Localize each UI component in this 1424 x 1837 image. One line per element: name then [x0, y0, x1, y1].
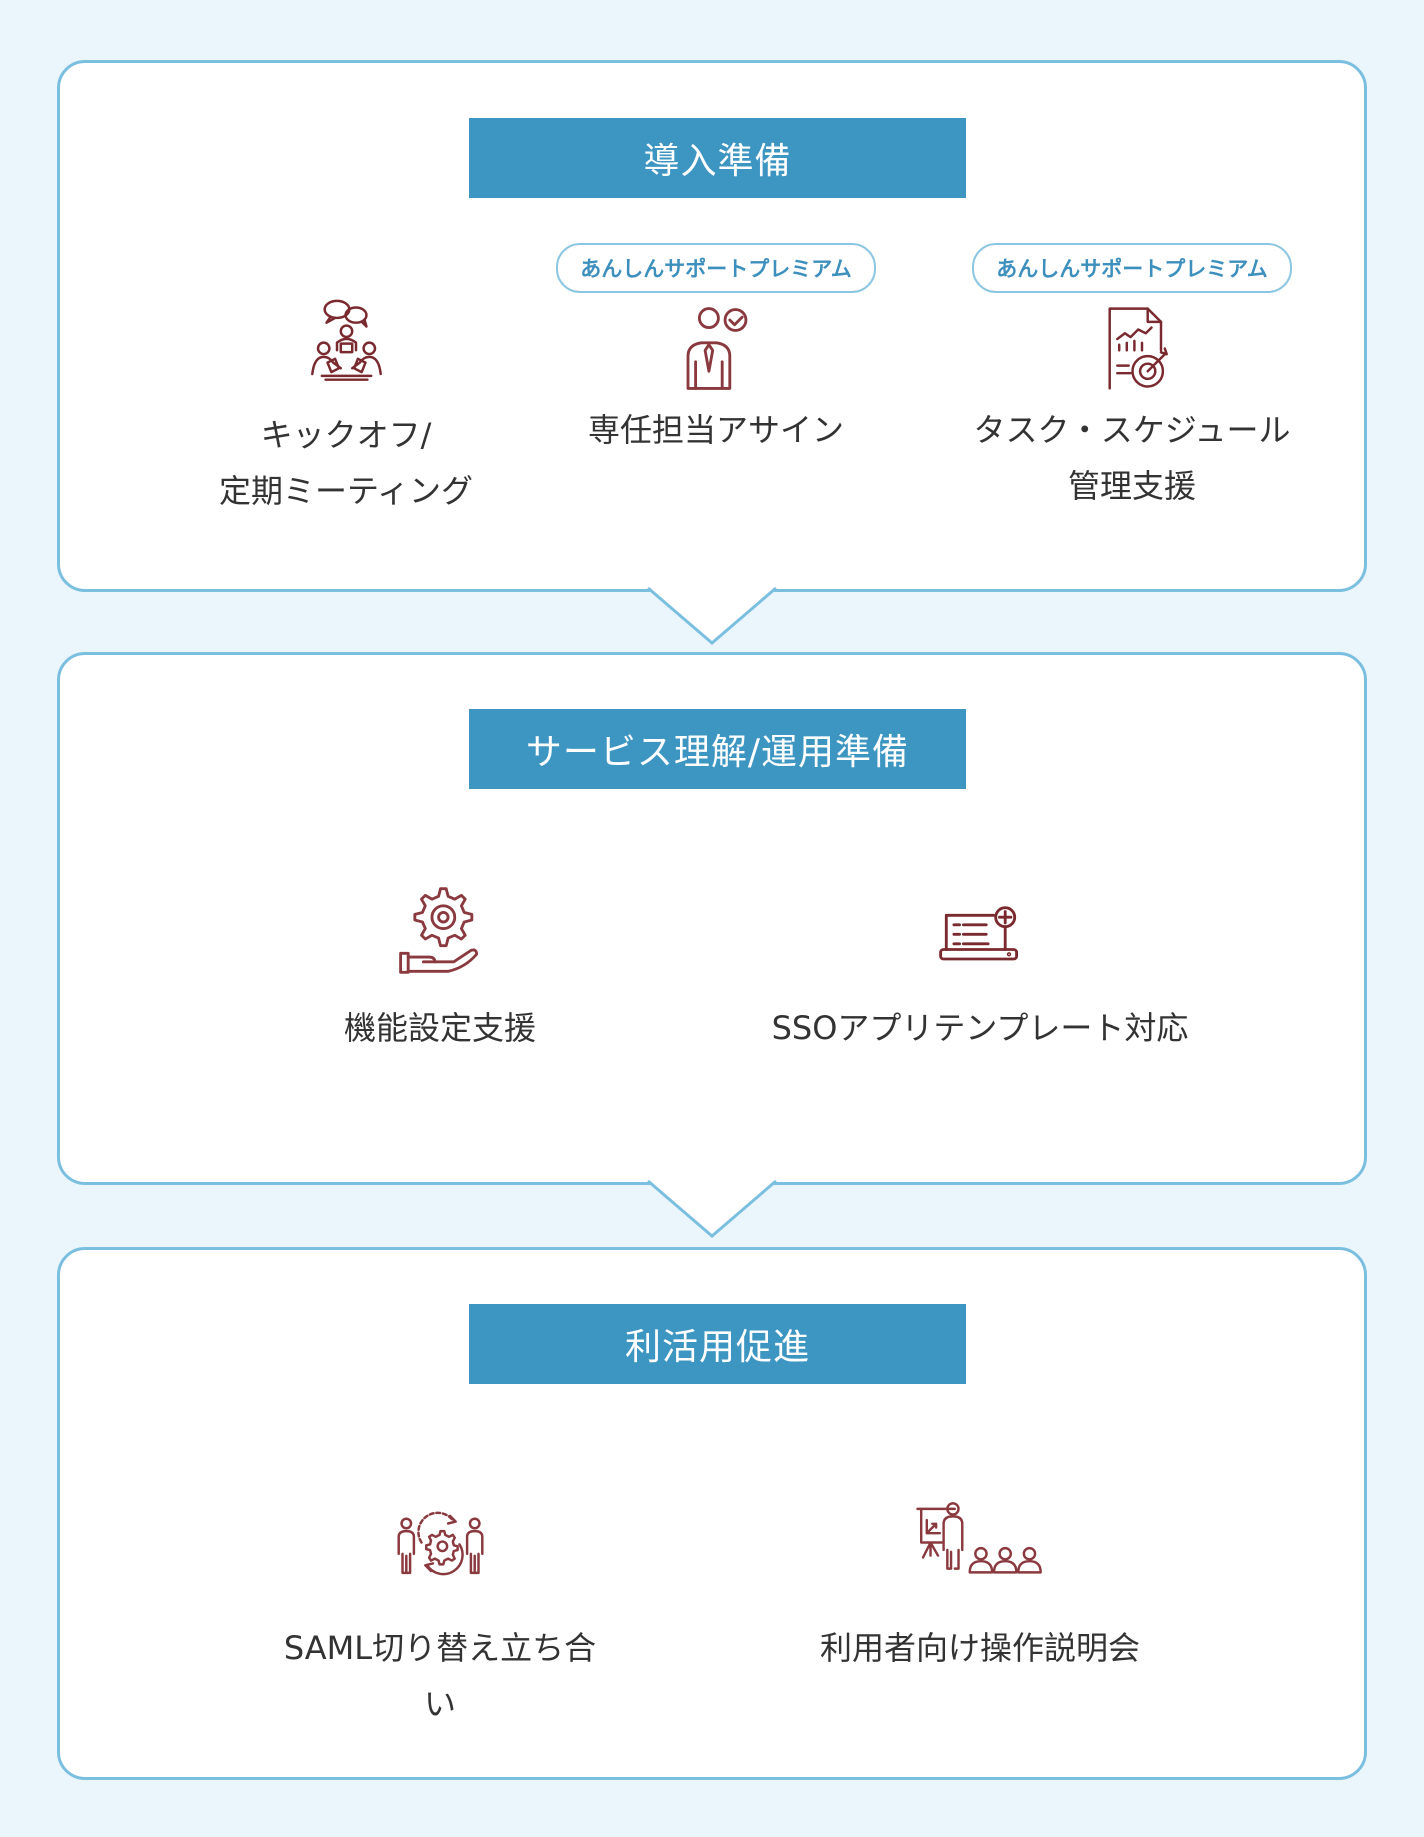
stage-title: 導入準備	[469, 118, 966, 198]
stage-box-preparation: 導入準備 キックオフ/ 定期ミーティング あんしんサポートプレミアム	[57, 60, 1367, 592]
flow-arrow-1	[647, 586, 777, 645]
stage-box-utilization: 利活用促進 SAML切り替え立ち合い	[57, 1247, 1367, 1780]
people-gear-cycle-icon	[390, 1495, 490, 1590]
report-target-icon	[1082, 301, 1182, 396]
stage-item-label: SAML切り替え立ち合い	[283, 1629, 597, 1723]
stage-item-label: 専任担当アサイン	[587, 411, 844, 449]
stage-item-dedicated-staff: あんしんサポートプレミアム 専任担当アサイン	[536, 243, 896, 458]
stage-item-kickoff: キックオフ/ 定期ミーティング	[196, 298, 496, 519]
stage-item-label: タスク・スケジュール 管理支援	[973, 411, 1291, 505]
stage-item-feature-setup: 機能設定支援	[280, 883, 600, 1056]
stage-item-user-briefing: 利用者向け操作説明会	[760, 1495, 1200, 1676]
presentation-audience-icon	[905, 1495, 1055, 1590]
meeting-icon	[296, 298, 396, 393]
stage-title: サービス理解/運用準備	[469, 709, 966, 789]
stage-box-service-understanding: サービス理解/運用準備 機能設定支援 SSOアプリテンプレート対応	[57, 652, 1367, 1185]
laptop-add-icon	[930, 883, 1030, 978]
stage-item-label: 利用者向け操作説明会	[819, 1629, 1140, 1667]
stage-item-saml-switch: SAML切り替え立ち合い	[280, 1495, 600, 1732]
stage-title: 利活用促進	[469, 1304, 966, 1384]
premium-badge: あんしんサポートプレミアム	[972, 243, 1292, 293]
stage-item-label: SSOアプリテンプレート対応	[771, 1009, 1189, 1047]
flow-arrow-2	[647, 1179, 777, 1238]
stage-item-sso-template: SSOアプリテンプレート対応	[760, 883, 1200, 1056]
assigned-person-icon	[666, 301, 766, 396]
stage-item-label: 機能設定支援	[343, 1009, 536, 1047]
stage-item-label: キックオフ/ 定期ミーティング	[218, 416, 474, 510]
gear-hand-icon	[390, 883, 490, 978]
stage-item-task-schedule: あんしんサポートプレミアム タスク・スケジュール 管理支援	[952, 243, 1312, 514]
premium-badge: あんしんサポートプレミアム	[556, 243, 876, 293]
